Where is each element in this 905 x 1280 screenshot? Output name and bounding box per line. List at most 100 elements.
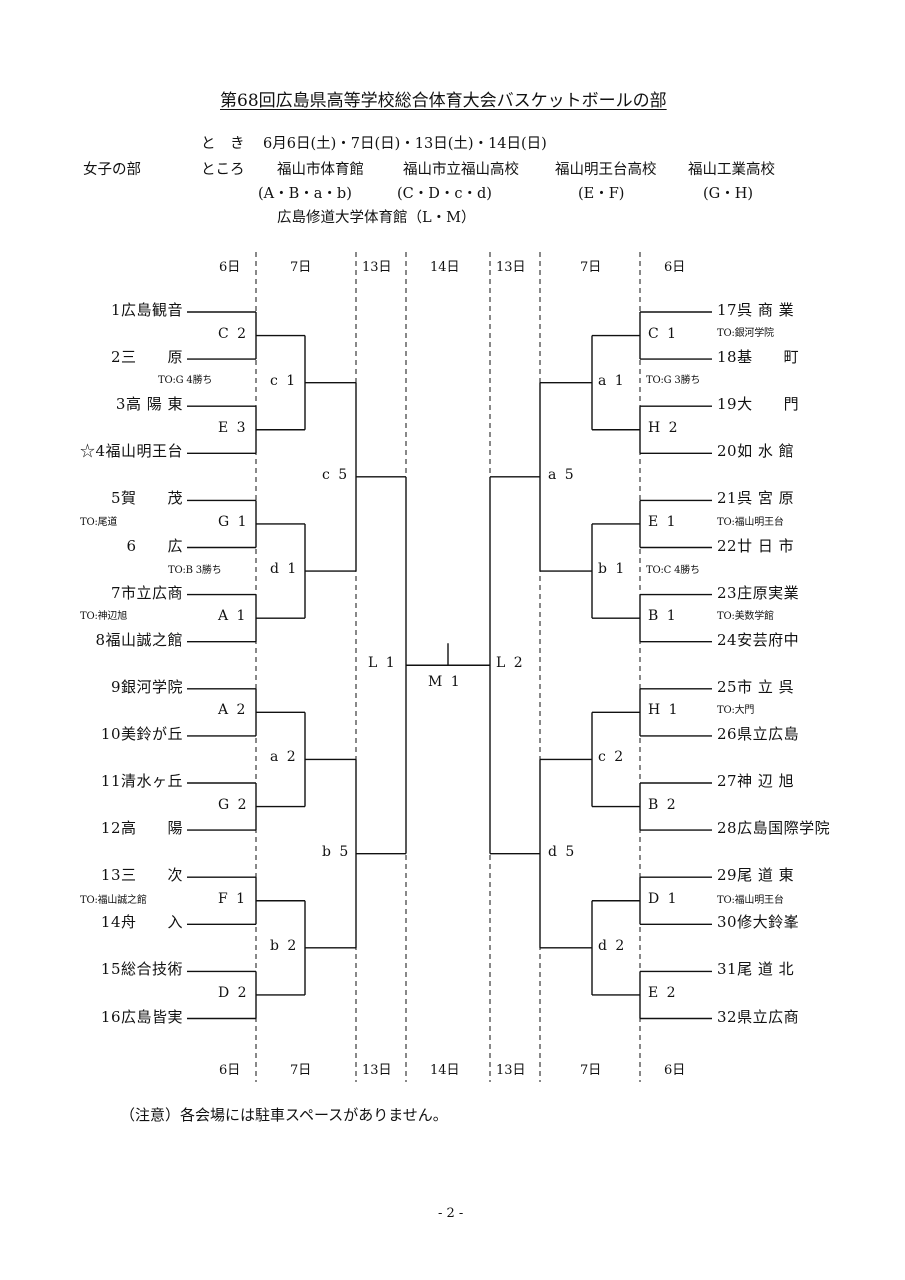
right-team-name: 30修大鈴峯 — [717, 913, 800, 932]
match-code-r3: d 5 — [548, 843, 577, 860]
day-header: 13日 — [496, 1063, 526, 1078]
venue-name: 福山市立福山高校 — [403, 162, 519, 178]
match-code-r1: B 1 — [648, 608, 678, 625]
match-code-r2: b 2 — [270, 937, 299, 954]
match-code-r1: G 2 — [218, 796, 249, 813]
left-team-name: 8福山誠之館 — [95, 630, 183, 649]
category-label: 女子の部 — [83, 162, 141, 178]
match-code-r1: H 2 — [648, 419, 680, 436]
table-official-note: TO:G 3勝ち — [646, 375, 701, 386]
right-team-name: 32県立広商 — [717, 1007, 800, 1026]
right-team-name: 19大 門 — [717, 395, 800, 414]
document-title: 第68回広島県高等学校総合体育大会バスケットボールの部 — [220, 91, 667, 111]
left-team-name: 11清水ヶ丘 — [100, 772, 183, 790]
venue-courts: (G・H) — [703, 186, 754, 202]
left-team-name: ☆4福山明王台 — [79, 442, 183, 461]
parking-note: （注意）各会場には駐車スペースがありません。 — [120, 1106, 448, 1124]
match-code-r2: a 2 — [270, 749, 298, 766]
day-header: 6日 — [219, 260, 241, 275]
match-code-r1: F 1 — [218, 890, 248, 907]
table-official-note: TO:福山明王台 — [717, 895, 784, 906]
day-header: 7日 — [580, 1063, 602, 1078]
left-team-name: 9銀河学院 — [110, 677, 183, 696]
venue-name: 福山工業高校 — [688, 162, 775, 178]
left-team-name: 1広島観音 — [110, 301, 183, 319]
match-code-final: M 1 — [428, 674, 462, 691]
match-code-r1: C 1 — [648, 325, 679, 342]
match-code-r3: b 5 — [322, 843, 351, 860]
right-team-name: 27神 辺 旭 — [717, 772, 795, 790]
left-team-name: 14舟 入 — [100, 913, 183, 932]
right-team-name: 25市 立 呉 — [717, 677, 795, 696]
match-code-semi: L 1 — [368, 655, 397, 672]
match-code-r1: H 1 — [648, 702, 680, 719]
venue-courts: (E・F) — [578, 186, 625, 202]
match-code-r1: E 3 — [218, 419, 248, 436]
venue-courts: (C・D・c・d) — [397, 186, 492, 202]
right-team-name: 24安芸府中 — [717, 630, 800, 649]
table-official-note: TO:福山明王台 — [717, 517, 784, 528]
match-code-r1: C 2 — [218, 325, 249, 342]
day-header: 7日 — [290, 260, 312, 275]
table-official-note: TO:尾道 — [80, 517, 118, 528]
match-code-r1: D 1 — [648, 890, 679, 907]
day-header: 7日 — [580, 260, 602, 275]
right-team-name: 29尾 道 東 — [717, 866, 795, 885]
match-code-semi: L 2 — [496, 655, 525, 672]
venue-courts: (A・B・a・b) — [258, 186, 352, 202]
table-official-note: TO:銀河学院 — [717, 328, 774, 339]
match-code-r3: c 5 — [322, 466, 350, 483]
venues-label: ところ — [201, 162, 245, 178]
left-team-name: 15総合技術 — [100, 960, 183, 979]
dates-label: と き — [201, 136, 245, 152]
day-header: 14日 — [430, 260, 460, 275]
right-team-name: 28広島国際学院 — [717, 819, 831, 838]
dates-text: 6月6日(土)・7日(日)・13日(土)・14日(日) — [263, 136, 547, 152]
day-header: 6日 — [219, 1063, 241, 1078]
venue-name: 福山市体育館 — [277, 162, 364, 178]
left-team-name: 12高 陽 — [100, 819, 183, 838]
day-header: 6日 — [664, 260, 686, 275]
right-team-name: 21呉 宮 原 — [717, 489, 795, 508]
extra-venue: 広島修道大学体育館（L・M） — [277, 210, 476, 226]
match-code-r2: b 1 — [598, 561, 627, 578]
match-code-r1: B 2 — [648, 796, 678, 813]
match-code-r1: G 1 — [218, 513, 249, 530]
left-team-name: 13三 次 — [100, 866, 183, 885]
page-number: - 2 - — [438, 1206, 464, 1221]
left-team-name: 16広島皆実 — [100, 1007, 183, 1026]
table-official-note: TO:C 4勝ち — [646, 565, 700, 576]
right-team-name: 20如 水 館 — [717, 442, 795, 461]
right-team-name: 26県立広島 — [717, 724, 800, 743]
day-header: 13日 — [496, 260, 526, 275]
match-code-r3: a 5 — [548, 466, 576, 483]
table-official-note: TO:美数学館 — [717, 611, 774, 622]
day-header: 6日 — [664, 1063, 686, 1078]
match-code-r1: E 2 — [648, 984, 678, 1001]
right-team-name: 18基 町 — [717, 348, 800, 367]
table-official-note: TO:大門 — [717, 705, 755, 716]
day-header: 14日 — [430, 1063, 460, 1078]
right-team-name: 17呉 商 業 — [717, 301, 795, 319]
match-code-r2: c 2 — [598, 749, 626, 766]
left-team-name: 6 広 — [126, 536, 183, 555]
match-code-r2: a 1 — [598, 372, 626, 389]
table-official-note: TO:G 4勝ち — [158, 375, 213, 386]
match-code-r1: A 2 — [218, 702, 248, 719]
table-official-note: TO:神辺旭 — [80, 611, 128, 622]
left-team-name: 5賀 茂 — [110, 489, 183, 508]
match-code-r1: E 1 — [648, 513, 678, 530]
left-team-name: 7市立広商 — [110, 583, 183, 602]
match-code-r1: A 1 — [218, 608, 248, 625]
match-code-r1: D 2 — [218, 984, 249, 1001]
table-official-note: TO:福山誠之館 — [80, 895, 147, 906]
match-code-r2: c 1 — [270, 372, 298, 389]
match-code-r2: d 2 — [598, 937, 627, 954]
day-header: 13日 — [362, 1063, 392, 1078]
right-team-name: 31尾 道 北 — [717, 960, 795, 979]
match-code-r2: d 1 — [270, 561, 299, 578]
venue-name: 福山明王台高校 — [555, 162, 657, 178]
right-team-name: 22廿 日 市 — [717, 536, 795, 555]
